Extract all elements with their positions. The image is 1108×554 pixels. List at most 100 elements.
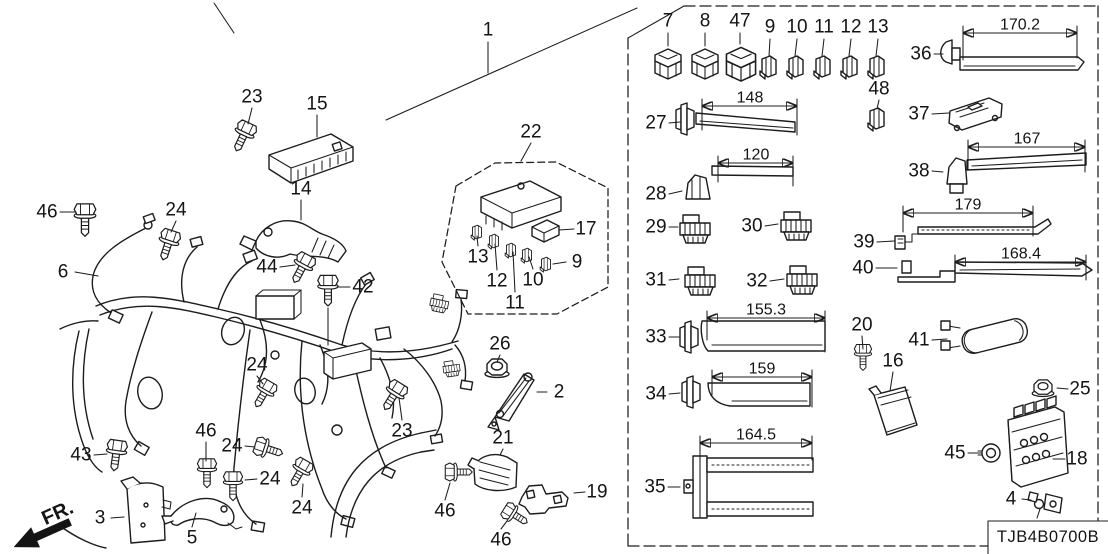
sensor-4	[1027, 491, 1063, 519]
callout-12: 12	[486, 271, 507, 292]
fuse-box-18	[1007, 395, 1069, 488]
callout-9: 9	[765, 17, 776, 38]
fr-arrow-icon	[13, 518, 72, 548]
clip-37	[948, 97, 1003, 132]
callout-4: 4	[1006, 489, 1017, 510]
callout-26: 26	[489, 334, 510, 355]
dimension-164-5: 164.5	[700, 427, 812, 461]
bracket-14	[239, 220, 347, 263]
plate-16	[868, 385, 918, 436]
callout-33: 33	[645, 327, 666, 348]
nut-25	[1031, 379, 1055, 398]
callout-35: 35	[644, 477, 665, 498]
callout-46: 46	[434, 501, 455, 522]
callout-8: 8	[700, 11, 711, 32]
fuses-7-8-47	[654, 46, 757, 82]
tie-28	[685, 165, 794, 200]
bracket-19	[518, 484, 569, 515]
leader-lines	[59, 32, 1069, 530]
dimension-155-3: 155.3	[707, 302, 825, 353]
callout-30: 30	[741, 216, 762, 237]
tie-27	[675, 102, 796, 136]
dimension-167: 167	[968, 131, 1085, 173]
stay-5	[161, 497, 243, 530]
dimension-value: 159	[749, 361, 776, 378]
tie-40	[897, 260, 1093, 283]
cover-15	[268, 133, 354, 184]
callout-5: 5	[187, 528, 198, 549]
callout-46: 46	[490, 530, 511, 551]
tube-41	[940, 318, 1029, 355]
dimension-value: 179	[955, 197, 982, 214]
part-code-box: TJB4B0700B	[987, 520, 1108, 554]
callout-labels: 1 23 15 14 46 24 6 44 42 22 13 12 11 10 …	[36, 11, 1090, 551]
callout-11: 11	[505, 293, 525, 314]
callout-19: 19	[586, 482, 607, 503]
harness-connectors	[133, 235, 474, 533]
tie-33	[679, 320, 826, 354]
callout-31: 31	[645, 270, 666, 291]
dimension-148: 148	[702, 90, 797, 136]
callout-36: 36	[910, 44, 931, 65]
callout-34: 34	[645, 384, 667, 405]
dimension-value: 168.4	[1001, 246, 1041, 263]
callout-10: 10	[522, 270, 543, 291]
callout-14: 14	[290, 179, 312, 200]
callout-45: 45	[944, 443, 965, 464]
callout-39: 39	[853, 232, 874, 253]
dimension-value: 167	[1014, 131, 1041, 148]
callout-46: 46	[36, 202, 57, 223]
callout-7: 7	[663, 11, 674, 32]
callout-24: 24	[259, 469, 281, 490]
bracket-2	[487, 372, 535, 431]
part-code: TJB4B0700B	[997, 528, 1099, 546]
callout-41: 41	[908, 330, 929, 351]
dimension-159: 159	[712, 361, 812, 408]
dimension-170-2: 170.2	[963, 17, 1077, 61]
dimension-value: 148	[737, 90, 764, 107]
callout-38: 38	[908, 161, 929, 182]
dimension-120: 120	[718, 147, 793, 187]
callout-40: 40	[852, 258, 873, 279]
dimension-179: 179	[903, 197, 1033, 237]
callout-32: 32	[746, 271, 767, 292]
callout-1: 1	[483, 20, 494, 41]
tie-34	[681, 375, 811, 409]
callout-28: 28	[645, 184, 666, 205]
panel-borders	[213, 2, 1099, 547]
callout-37: 37	[908, 104, 929, 125]
callout-46: 46	[195, 421, 216, 442]
callout-20: 20	[851, 315, 872, 336]
callout-13: 13	[467, 247, 488, 268]
callout-47: 47	[729, 11, 750, 32]
tie-35	[683, 455, 814, 519]
callout-48: 48	[868, 79, 889, 100]
callout-9: 9	[572, 252, 583, 273]
callout-15: 15	[306, 94, 327, 115]
callout-24: 24	[221, 436, 243, 457]
relay-box-on-harness	[255, 289, 392, 380]
harness-drawing	[95, 235, 474, 533]
dimension-168-4: 168.4	[955, 246, 1086, 281]
callout-42: 42	[352, 277, 373, 298]
clips-9-13-48	[759, 55, 885, 132]
ground-cable-6	[91, 212, 156, 324]
cover-21	[467, 453, 518, 492]
bracket-3	[120, 476, 172, 544]
tie-38	[946, 152, 1087, 194]
callout-16: 16	[882, 351, 903, 372]
callout-29: 29	[645, 217, 666, 238]
callout-11: 11	[814, 17, 834, 38]
dimension-value: 120	[743, 147, 770, 164]
callout-25: 25	[1069, 379, 1090, 400]
callout-10: 10	[786, 17, 807, 38]
callout-12: 12	[840, 17, 861, 38]
callout-18: 18	[1066, 449, 1087, 470]
callout-24: 24	[165, 200, 187, 221]
callout-24: 24	[246, 355, 268, 376]
dimension-value: 155.3	[746, 302, 786, 319]
callout-6: 6	[58, 262, 69, 283]
tie-39	[894, 218, 1052, 250]
